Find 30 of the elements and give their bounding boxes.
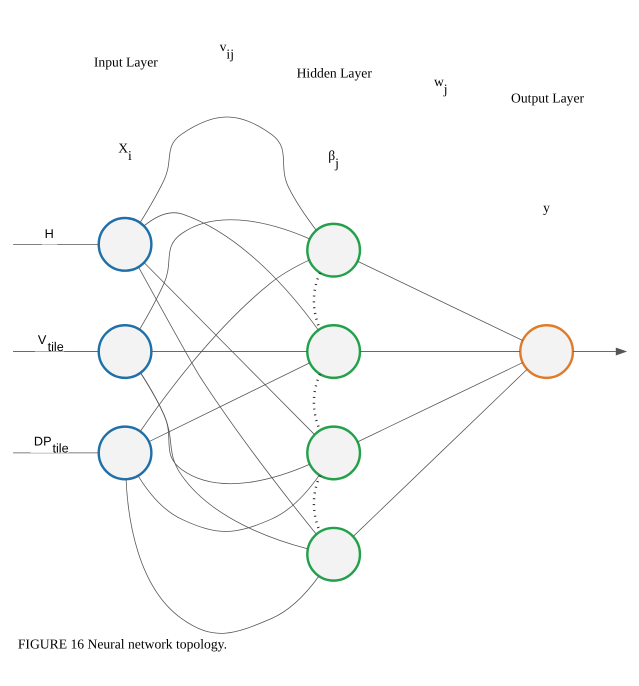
connector	[357, 362, 524, 442]
caption: FIGURE 16 Neural network topology.	[18, 636, 227, 651]
label: Hidden Layer	[296, 64, 372, 80]
connector	[12, 452, 100, 453]
connector	[138, 266, 317, 534]
label: Input Layer	[94, 54, 158, 70]
connector	[140, 372, 310, 484]
connector	[352, 368, 528, 536]
node-circle	[306, 424, 362, 480]
node-circle	[98, 424, 153, 480]
label: Output Layer	[511, 90, 584, 106]
connector	[140, 372, 308, 549]
arrow	[572, 347, 628, 356]
edge-label: H	[44, 226, 54, 240]
connector	[12, 350, 100, 352]
label: y	[543, 199, 550, 214]
node-circle	[98, 216, 153, 272]
connector	[138, 474, 320, 532]
connector	[360, 350, 520, 352]
connector	[126, 478, 320, 634]
node-circle	[519, 324, 574, 379]
connector	[140, 116, 317, 230]
connector	[12, 243, 100, 244]
connector	[357, 260, 524, 340]
node-circle	[306, 526, 362, 582]
connector	[148, 362, 310, 442]
node-circle	[98, 324, 153, 379]
node-circle	[306, 324, 362, 379]
node-circle	[306, 222, 362, 278]
connector	[151, 350, 308, 352]
